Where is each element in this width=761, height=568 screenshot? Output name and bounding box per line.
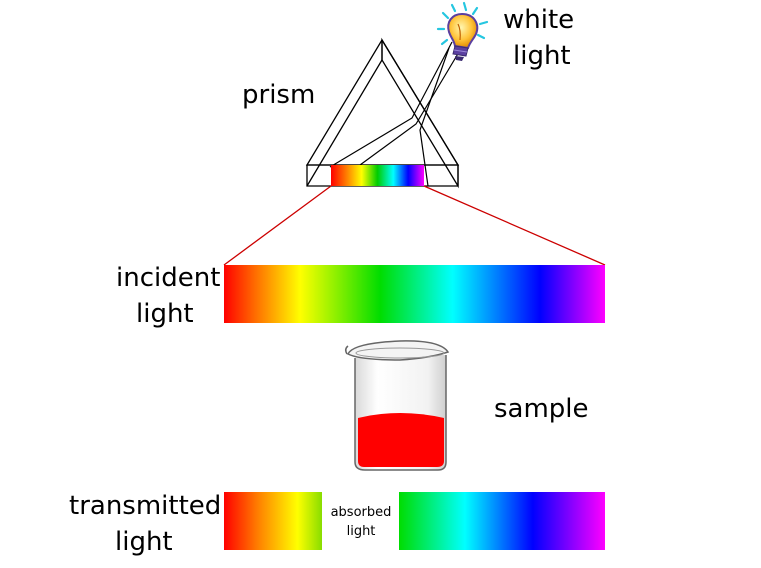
light-bulb-icon xyxy=(436,1,489,61)
prism-shape xyxy=(305,37,460,189)
white-light-label: white light xyxy=(503,2,574,74)
light-rays xyxy=(329,41,460,187)
beaker xyxy=(344,340,450,471)
zoom-lines xyxy=(223,185,606,266)
sample-label: sample xyxy=(494,394,589,424)
incident-light-label: incident light xyxy=(116,260,220,332)
incident-spectrum xyxy=(224,265,605,323)
transmitted-spectrum-left xyxy=(224,492,322,550)
transmitted-light-label-line2: light xyxy=(115,527,173,557)
absorbed-light-label-line1: absorbed xyxy=(330,505,392,520)
white-light-label-line1: white xyxy=(503,5,575,35)
prism-label: prism xyxy=(242,80,316,110)
white-light-label-line2: light xyxy=(513,41,571,71)
absorbed-light-label: absorbed light xyxy=(324,503,398,541)
incident-light-label-line2: light xyxy=(136,299,194,329)
transmitted-spectrum-right xyxy=(399,492,605,550)
sample-liquid xyxy=(358,413,444,467)
absorbed-light-label-line2: light xyxy=(346,524,376,539)
transmitted-light-label: transmitted light xyxy=(69,488,221,560)
prism-spectrum xyxy=(331,165,424,186)
transmitted-light-label-line1: transmitted xyxy=(69,491,222,521)
incident-light-label-line1: incident xyxy=(116,263,221,293)
